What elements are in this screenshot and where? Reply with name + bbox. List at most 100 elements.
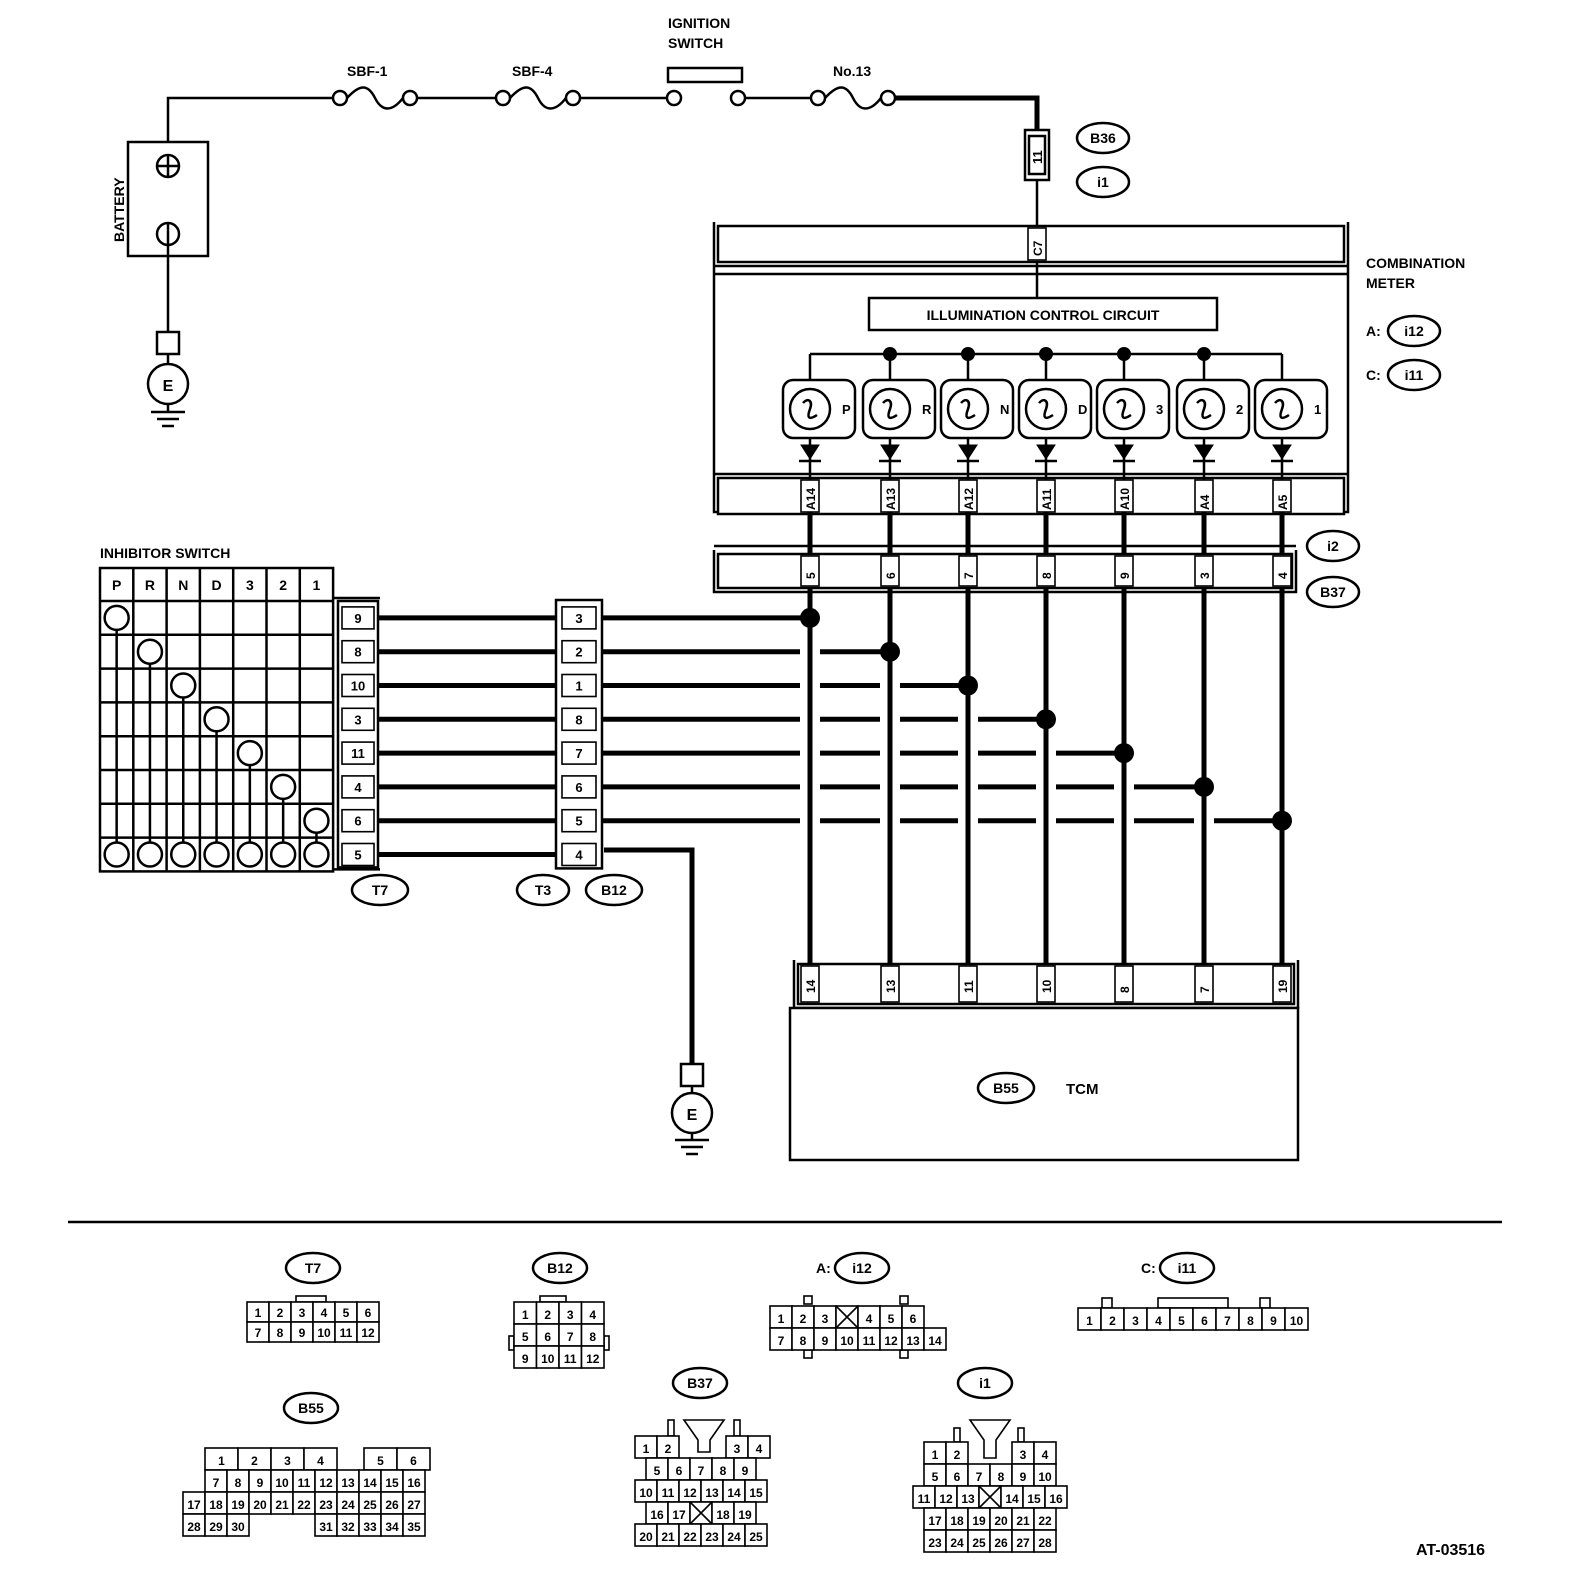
svg-text:3: 3 <box>734 1442 741 1456</box>
svg-text:3: 3 <box>299 1306 306 1320</box>
tcm-pin-14: 14 <box>800 965 820 1003</box>
svg-text:16: 16 <box>650 1508 664 1522</box>
svg-text:9: 9 <box>1270 1314 1277 1328</box>
svg-text:32: 32 <box>341 1520 355 1534</box>
svg-text:7: 7 <box>962 572 976 579</box>
svg-text:13: 13 <box>906 1334 920 1348</box>
t7-pin-3: 3 <box>341 707 375 732</box>
svg-text:B37: B37 <box>687 1375 713 1391</box>
svg-text:10: 10 <box>1038 1470 1052 1484</box>
meter-pin-a13: A13 <box>880 479 900 513</box>
connector-b36: 11 B36 i1 <box>1023 121 1131 226</box>
svg-text:28: 28 <box>187 1520 201 1534</box>
svg-text:17: 17 <box>928 1514 942 1528</box>
battery-label: BATTERY <box>111 177 127 242</box>
combination-meter: C7 ILLUMINATION CONTROL CIRCUIT COMBINAT… <box>712 222 1465 516</box>
svg-text:6: 6 <box>365 1306 372 1320</box>
svg-text:A13: A13 <box>884 488 898 510</box>
meter-conn-a: i12 <box>1404 323 1424 339</box>
svg-text:29: 29 <box>209 1520 223 1534</box>
ignition-label-2: SWITCH <box>668 35 723 51</box>
svg-text:6: 6 <box>954 1470 961 1484</box>
illumination-control-circuit: ILLUMINATION CONTROL CIRCUIT <box>867 296 1219 332</box>
svg-text:20: 20 <box>639 1530 653 1544</box>
svg-text:7: 7 <box>213 1476 220 1490</box>
face-i11-label: C: i11 <box>1141 1251 1216 1285</box>
svg-text:10: 10 <box>541 1352 555 1366</box>
svg-text:28: 28 <box>1038 1536 1052 1550</box>
svg-text:9: 9 <box>299 1326 306 1340</box>
svg-text:2: 2 <box>954 1448 961 1462</box>
svg-text:12: 12 <box>319 1476 333 1490</box>
meter-in-pin: C7 <box>1027 227 1047 261</box>
svg-text:3: 3 <box>354 712 361 727</box>
svg-text:10: 10 <box>1290 1314 1304 1328</box>
contact-dot <box>203 706 230 733</box>
svg-text:15: 15 <box>749 1486 763 1500</box>
svg-text:4: 4 <box>866 1312 873 1326</box>
battery-ground: E <box>146 245 190 428</box>
svg-text:i11: i11 <box>1178 1260 1197 1276</box>
svg-text:30: 30 <box>231 1520 245 1534</box>
contact-dot <box>303 807 330 834</box>
battery: BATTERY <box>111 140 210 258</box>
svg-text:A11: A11 <box>1040 488 1054 510</box>
svg-text:1: 1 <box>778 1312 785 1326</box>
meter-pin-a5: A5 <box>1272 479 1292 513</box>
fuse-sbf1-label: SBF-1 <box>347 63 388 79</box>
svg-text:10: 10 <box>639 1486 653 1500</box>
svg-text:19: 19 <box>1276 979 1290 993</box>
svg-text:14: 14 <box>1005 1492 1019 1506</box>
position-1: 1 <box>313 577 321 593</box>
meter-pin-a10: A10 <box>1114 479 1134 513</box>
svg-text:A4: A4 <box>1198 494 1212 510</box>
svg-text:5: 5 <box>654 1464 661 1478</box>
meter-conn-c: i11 <box>1405 367 1424 383</box>
svg-text:6: 6 <box>575 780 582 795</box>
ignition-switch: IGNITION SWITCH <box>665 15 747 107</box>
contact-dot <box>136 638 164 665</box>
figure-id: AT-03516 <box>1416 1542 1485 1559</box>
svg-text:11: 11 <box>962 980 976 993</box>
tcm-pin-19: 19 <box>1272 965 1292 1003</box>
ground-label: E <box>163 378 174 395</box>
svg-text:C:: C: <box>1141 1260 1156 1276</box>
svg-text:6: 6 <box>676 1464 683 1478</box>
svg-text:25: 25 <box>749 1530 763 1544</box>
tcm-pin-8: 8 <box>1114 965 1134 1003</box>
svg-text:5: 5 <box>575 814 582 829</box>
contact-dot <box>103 604 130 632</box>
inhibitor-title: INHIBITOR SWITCH <box>100 545 230 561</box>
meter-lamp-1: 1A5 <box>1253 354 1329 513</box>
svg-text:T7: T7 <box>305 1260 322 1276</box>
svg-text:9: 9 <box>522 1352 529 1366</box>
i2-label: i2 <box>1327 538 1339 554</box>
b37-pin-5: 5 <box>800 555 820 587</box>
t7-pin-6: 6 <box>341 808 375 833</box>
fuse-no13-label: No.13 <box>833 63 871 79</box>
svg-text:2: 2 <box>665 1442 672 1456</box>
svg-text:26: 26 <box>385 1498 399 1512</box>
svg-text:7: 7 <box>976 1470 983 1484</box>
contact-dot <box>170 672 197 699</box>
svg-text:8: 8 <box>1247 1314 1254 1328</box>
svg-text:7: 7 <box>778 1334 785 1348</box>
t7-label: T7 <box>372 882 389 898</box>
svg-text:27: 27 <box>407 1498 421 1512</box>
meter-title-2: METER <box>1366 275 1415 291</box>
svg-text:3: 3 <box>1198 572 1212 579</box>
tcm-pin-10: 10 <box>1036 965 1056 1003</box>
svg-text:9: 9 <box>1020 1470 1027 1484</box>
svg-text:11: 11 <box>863 1334 876 1348</box>
svg-text:4: 4 <box>321 1306 328 1320</box>
svg-text:25: 25 <box>363 1498 377 1512</box>
svg-text:8: 8 <box>235 1476 242 1490</box>
